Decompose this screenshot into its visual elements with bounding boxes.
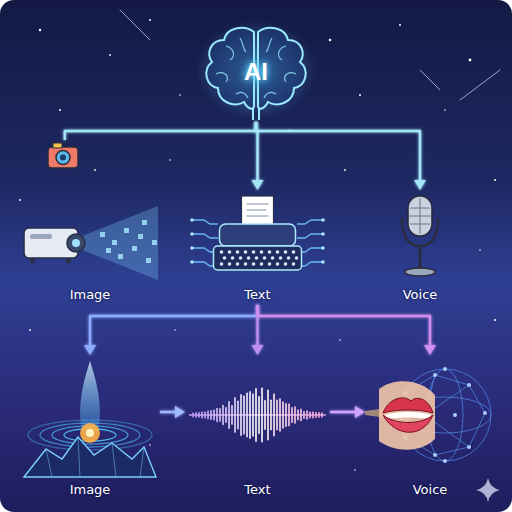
input-modality-node: Image bbox=[20, 140, 160, 305]
landscape-illustration bbox=[20, 355, 160, 500]
connector-line bbox=[90, 305, 258, 347]
speaking-mouth-illustration bbox=[365, 355, 495, 500]
flow-arrow bbox=[84, 305, 258, 355]
modality-label: Voice bbox=[413, 482, 448, 498]
output-modality-node: Text bbox=[185, 355, 330, 500]
modality-label: Voice bbox=[403, 287, 438, 303]
connector-line bbox=[256, 122, 420, 182]
arrowhead bbox=[424, 345, 436, 355]
camera-projector-illustration bbox=[20, 140, 160, 305]
output-modality-node: Image bbox=[20, 355, 160, 500]
connector-line bbox=[65, 122, 256, 140]
projector-icon bbox=[24, 228, 85, 263]
connector-line bbox=[330, 411, 357, 413]
arrowhead bbox=[414, 180, 426, 190]
modality-label: Text bbox=[244, 482, 270, 498]
output-modality-node: Voice bbox=[365, 355, 495, 500]
arrowhead bbox=[84, 345, 96, 355]
sparkle-watermark bbox=[476, 478, 500, 502]
flow-arrow bbox=[160, 406, 185, 418]
input-modality-node: Voice bbox=[360, 190, 480, 305]
stars bbox=[19, 19, 496, 471]
arrowhead bbox=[252, 180, 264, 190]
arrowhead bbox=[175, 406, 185, 418]
connector-line bbox=[258, 305, 431, 347]
brain-label: AI bbox=[244, 58, 268, 86]
modality-label: Image bbox=[70, 287, 111, 303]
arrowhead bbox=[355, 406, 365, 418]
input-modality-node: Text bbox=[190, 190, 325, 305]
connector-line bbox=[160, 411, 177, 413]
arrowhead bbox=[252, 345, 264, 355]
flow-arrow bbox=[65, 122, 256, 140]
modality-label: Image bbox=[70, 482, 111, 498]
modality-label: Text bbox=[244, 287, 270, 303]
flow-arrow bbox=[258, 305, 437, 355]
flow-arrow bbox=[256, 122, 426, 190]
ai-brain-node: AI bbox=[196, 18, 316, 122]
camera-icon bbox=[48, 143, 78, 168]
soundwave-illustration bbox=[185, 355, 330, 500]
flow-arrow bbox=[330, 406, 365, 418]
